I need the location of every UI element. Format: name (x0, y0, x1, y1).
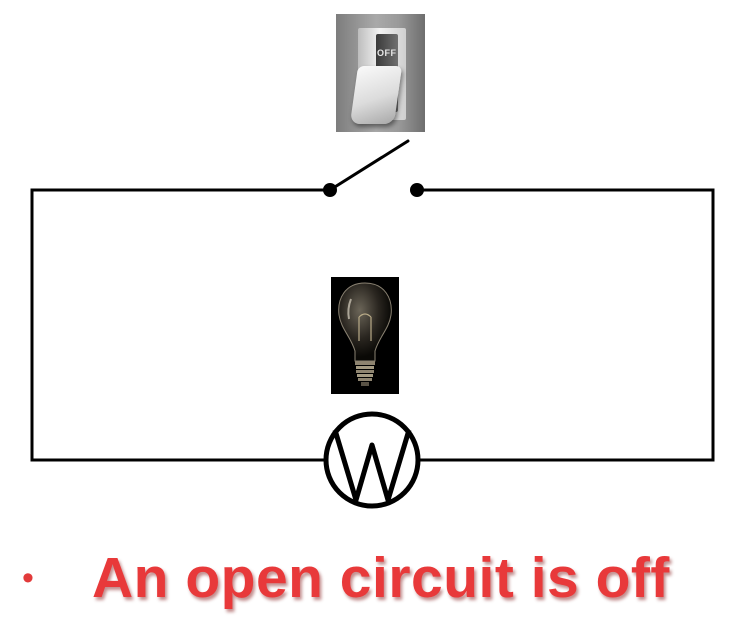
light-bulb-photo (331, 277, 399, 394)
caption-text: An open circuit is off (92, 546, 670, 610)
bullet-point: • (22, 558, 34, 597)
light-bulb-icon (338, 282, 392, 386)
caption: • An open circuit is off (14, 538, 739, 618)
switch-lever (349, 66, 403, 124)
switch-contact-left (323, 183, 337, 197)
wire-left (30, 188, 332, 462)
switch-contact-right (410, 183, 424, 197)
wire-right (415, 188, 715, 462)
switch-off-label: OFF (377, 48, 397, 58)
switch-arm (328, 139, 410, 192)
lamp-symbol (323, 411, 421, 509)
light-switch-photo: OFF (336, 14, 425, 132)
